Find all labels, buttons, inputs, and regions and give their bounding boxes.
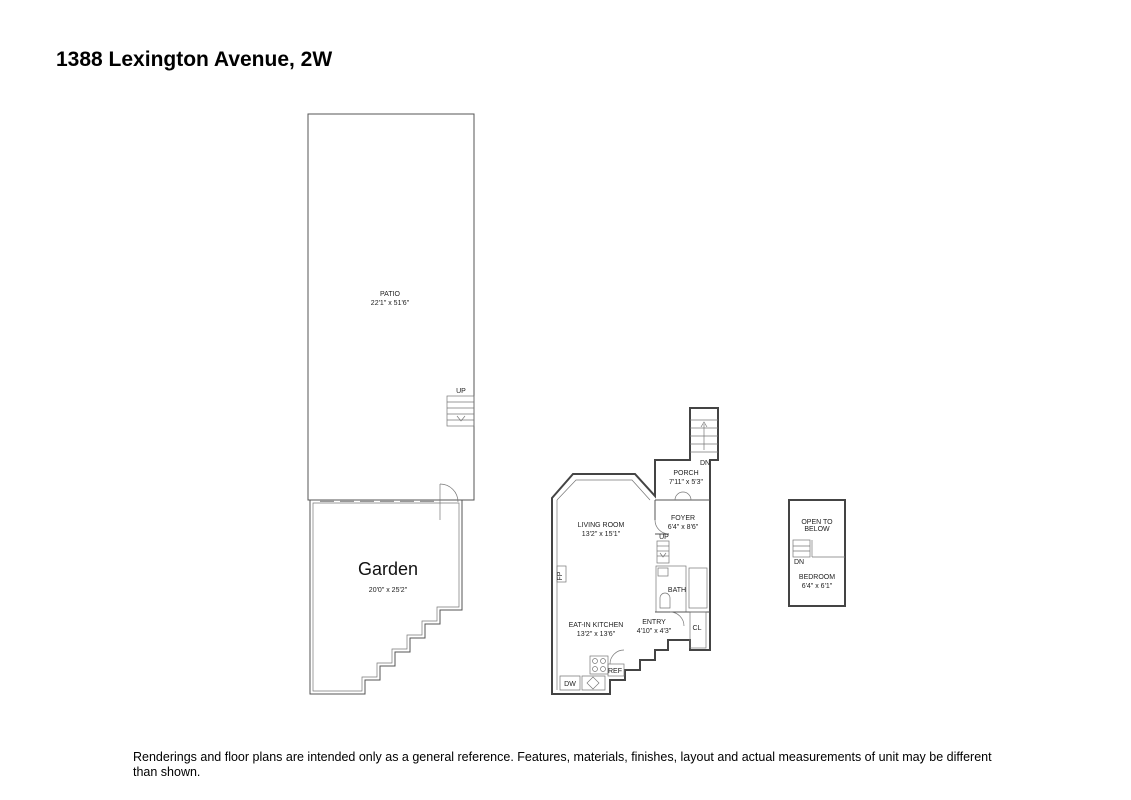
- bedroom-dims: 6'4" x 6'1": [802, 583, 833, 590]
- kitchen-dims: 13'2" x 13'6": [577, 631, 616, 638]
- kitchen-label: EAT-IN KITCHEN: [569, 622, 624, 629]
- foyer-label: FOYER: [671, 515, 695, 522]
- bedroom-label: BEDROOM: [799, 574, 835, 581]
- garden-area: Garden 20'0" x 25'2": [309, 483, 463, 695]
- foyer-dims: 6'4" x 8'6": [668, 524, 699, 531]
- disclaimer-text: Renderings and floor plans are intended …: [133, 749, 992, 779]
- patio-stairs: [446, 395, 475, 427]
- interior-stairs: [656, 540, 670, 564]
- refrigerator-label: REF: [608, 668, 622, 675]
- patio-dims: 22'1" x 51'6": [371, 300, 410, 307]
- bedroom-dn-label: DN: [794, 559, 804, 566]
- open-to-below-line2: BELOW: [804, 526, 830, 533]
- patio-label: PATIO: [380, 291, 401, 298]
- garden-label: Garden: [358, 559, 418, 579]
- entry-label: ENTRY: [642, 619, 666, 626]
- bedroom-level: OPEN TO BELOW DN BEDROOM 6'4" x 6'1": [788, 499, 846, 607]
- entry-dims: 4'10" x 4'3": [637, 628, 672, 635]
- open-to-below-line1: OPEN TO: [801, 519, 833, 526]
- living-room-dims: 13'2" x 15'1": [582, 531, 621, 538]
- bath-label: BATH: [668, 587, 686, 594]
- fireplace-label: FP: [557, 571, 564, 580]
- patio-area: PATIO 22'1" x 51'6" UP: [307, 113, 475, 501]
- dishwasher-label: DW: [564, 681, 576, 688]
- patio-up-label: UP: [456, 388, 466, 395]
- main-unit: DN PORCH 7'11" x 5'3" LIVING ROOM 13'2" …: [551, 407, 719, 695]
- closet-label: CL: [693, 625, 702, 632]
- porch-stairs: [690, 419, 718, 453]
- interior-up-label: UP: [659, 534, 669, 541]
- porch-dims: 7'11" x 5'3": [669, 479, 703, 486]
- plan-title: 1388 Lexington Avenue, 2W: [56, 48, 333, 71]
- living-room-label: LIVING ROOM: [578, 522, 625, 529]
- porch-dn-label: DN: [700, 460, 710, 467]
- porch-label: PORCH: [673, 470, 698, 477]
- garden-dims: 20'0" x 25'2": [369, 587, 408, 594]
